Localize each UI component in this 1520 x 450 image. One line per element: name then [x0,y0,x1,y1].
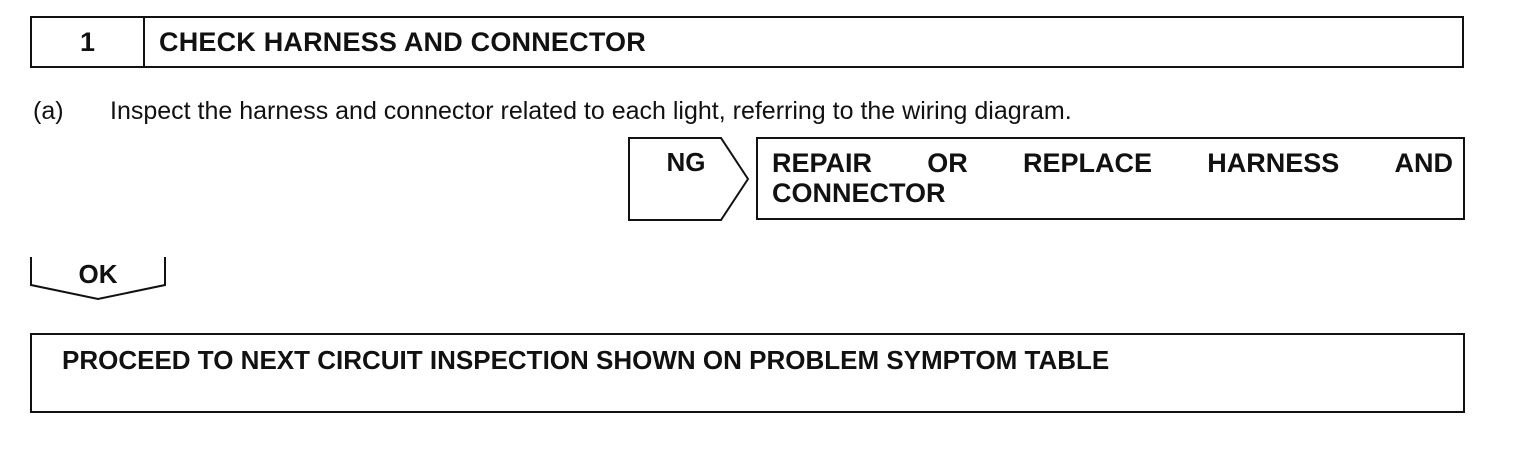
step-title: CHECK HARNESS AND CONNECTOR [159,26,646,57]
ng-result-line1: REPAIR OR REPLACE HARNESS AND [772,148,1453,178]
next-step-text: PROCEED TO NEXT CIRCUIT INSPECTION SHOWN… [62,345,1110,375]
next-step-box: PROCEED TO NEXT CIRCUIT INSPECTION SHOWN… [30,333,1465,413]
instruction-label: (a) [33,97,64,125]
ng-result-word: AND [1394,148,1454,178]
instruction-text: Inspect the harness and connector relate… [110,97,1072,125]
ng-result-line2: CONNECTOR [772,178,946,208]
ng-result-word: REPAIR [772,148,873,178]
ok-arrow-icon [30,257,166,301]
ng-arrow-icon [628,137,750,221]
ng-label: NG [666,147,706,177]
step-header-box: 1 CHECK HARNESS AND CONNECTOR [30,16,1464,68]
ok-label: OK [78,259,118,289]
ng-result-word: HARNESS [1207,148,1340,178]
ng-result-word: OR [927,148,968,178]
step-number: 1 [32,18,145,66]
ng-result-word: REPLACE [1022,148,1152,178]
ng-result-box: REPAIR OR REPLACE HARNESS AND CONNECTOR [756,137,1465,220]
